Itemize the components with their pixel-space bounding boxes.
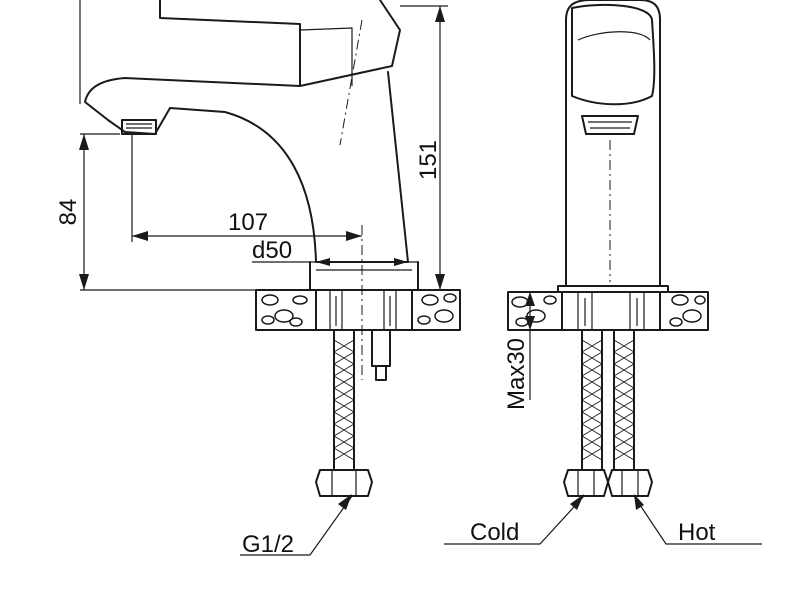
supply-hose-side <box>315 329 373 497</box>
hex-nut-side <box>315 469 373 497</box>
countertop-section-side <box>255 289 461 331</box>
dim-84-label: 84 <box>55 199 82 226</box>
cold-label: Cold <box>470 519 519 546</box>
dim-d50-label: d50 <box>252 237 292 264</box>
lever-handle <box>159 0 401 87</box>
hex-nut-cold <box>563 469 609 497</box>
dim-max30-label: Max30 <box>503 338 530 410</box>
faucet-body <box>84 71 409 263</box>
dim-107-label: 107 <box>228 209 268 236</box>
faucet-front-body <box>565 0 661 287</box>
thread-label: G1/2 <box>242 531 294 558</box>
hex-nut-hot <box>607 469 653 497</box>
hot-label: Hot <box>678 519 716 546</box>
countertop-section-front <box>507 291 709 331</box>
dim-151-label: 151 <box>415 140 442 180</box>
faucet-front-view <box>444 0 762 545</box>
supply-hoses-front <box>563 329 653 497</box>
faucet-side-view <box>79 0 461 556</box>
aerator <box>121 119 157 135</box>
aerator-front <box>581 115 639 135</box>
